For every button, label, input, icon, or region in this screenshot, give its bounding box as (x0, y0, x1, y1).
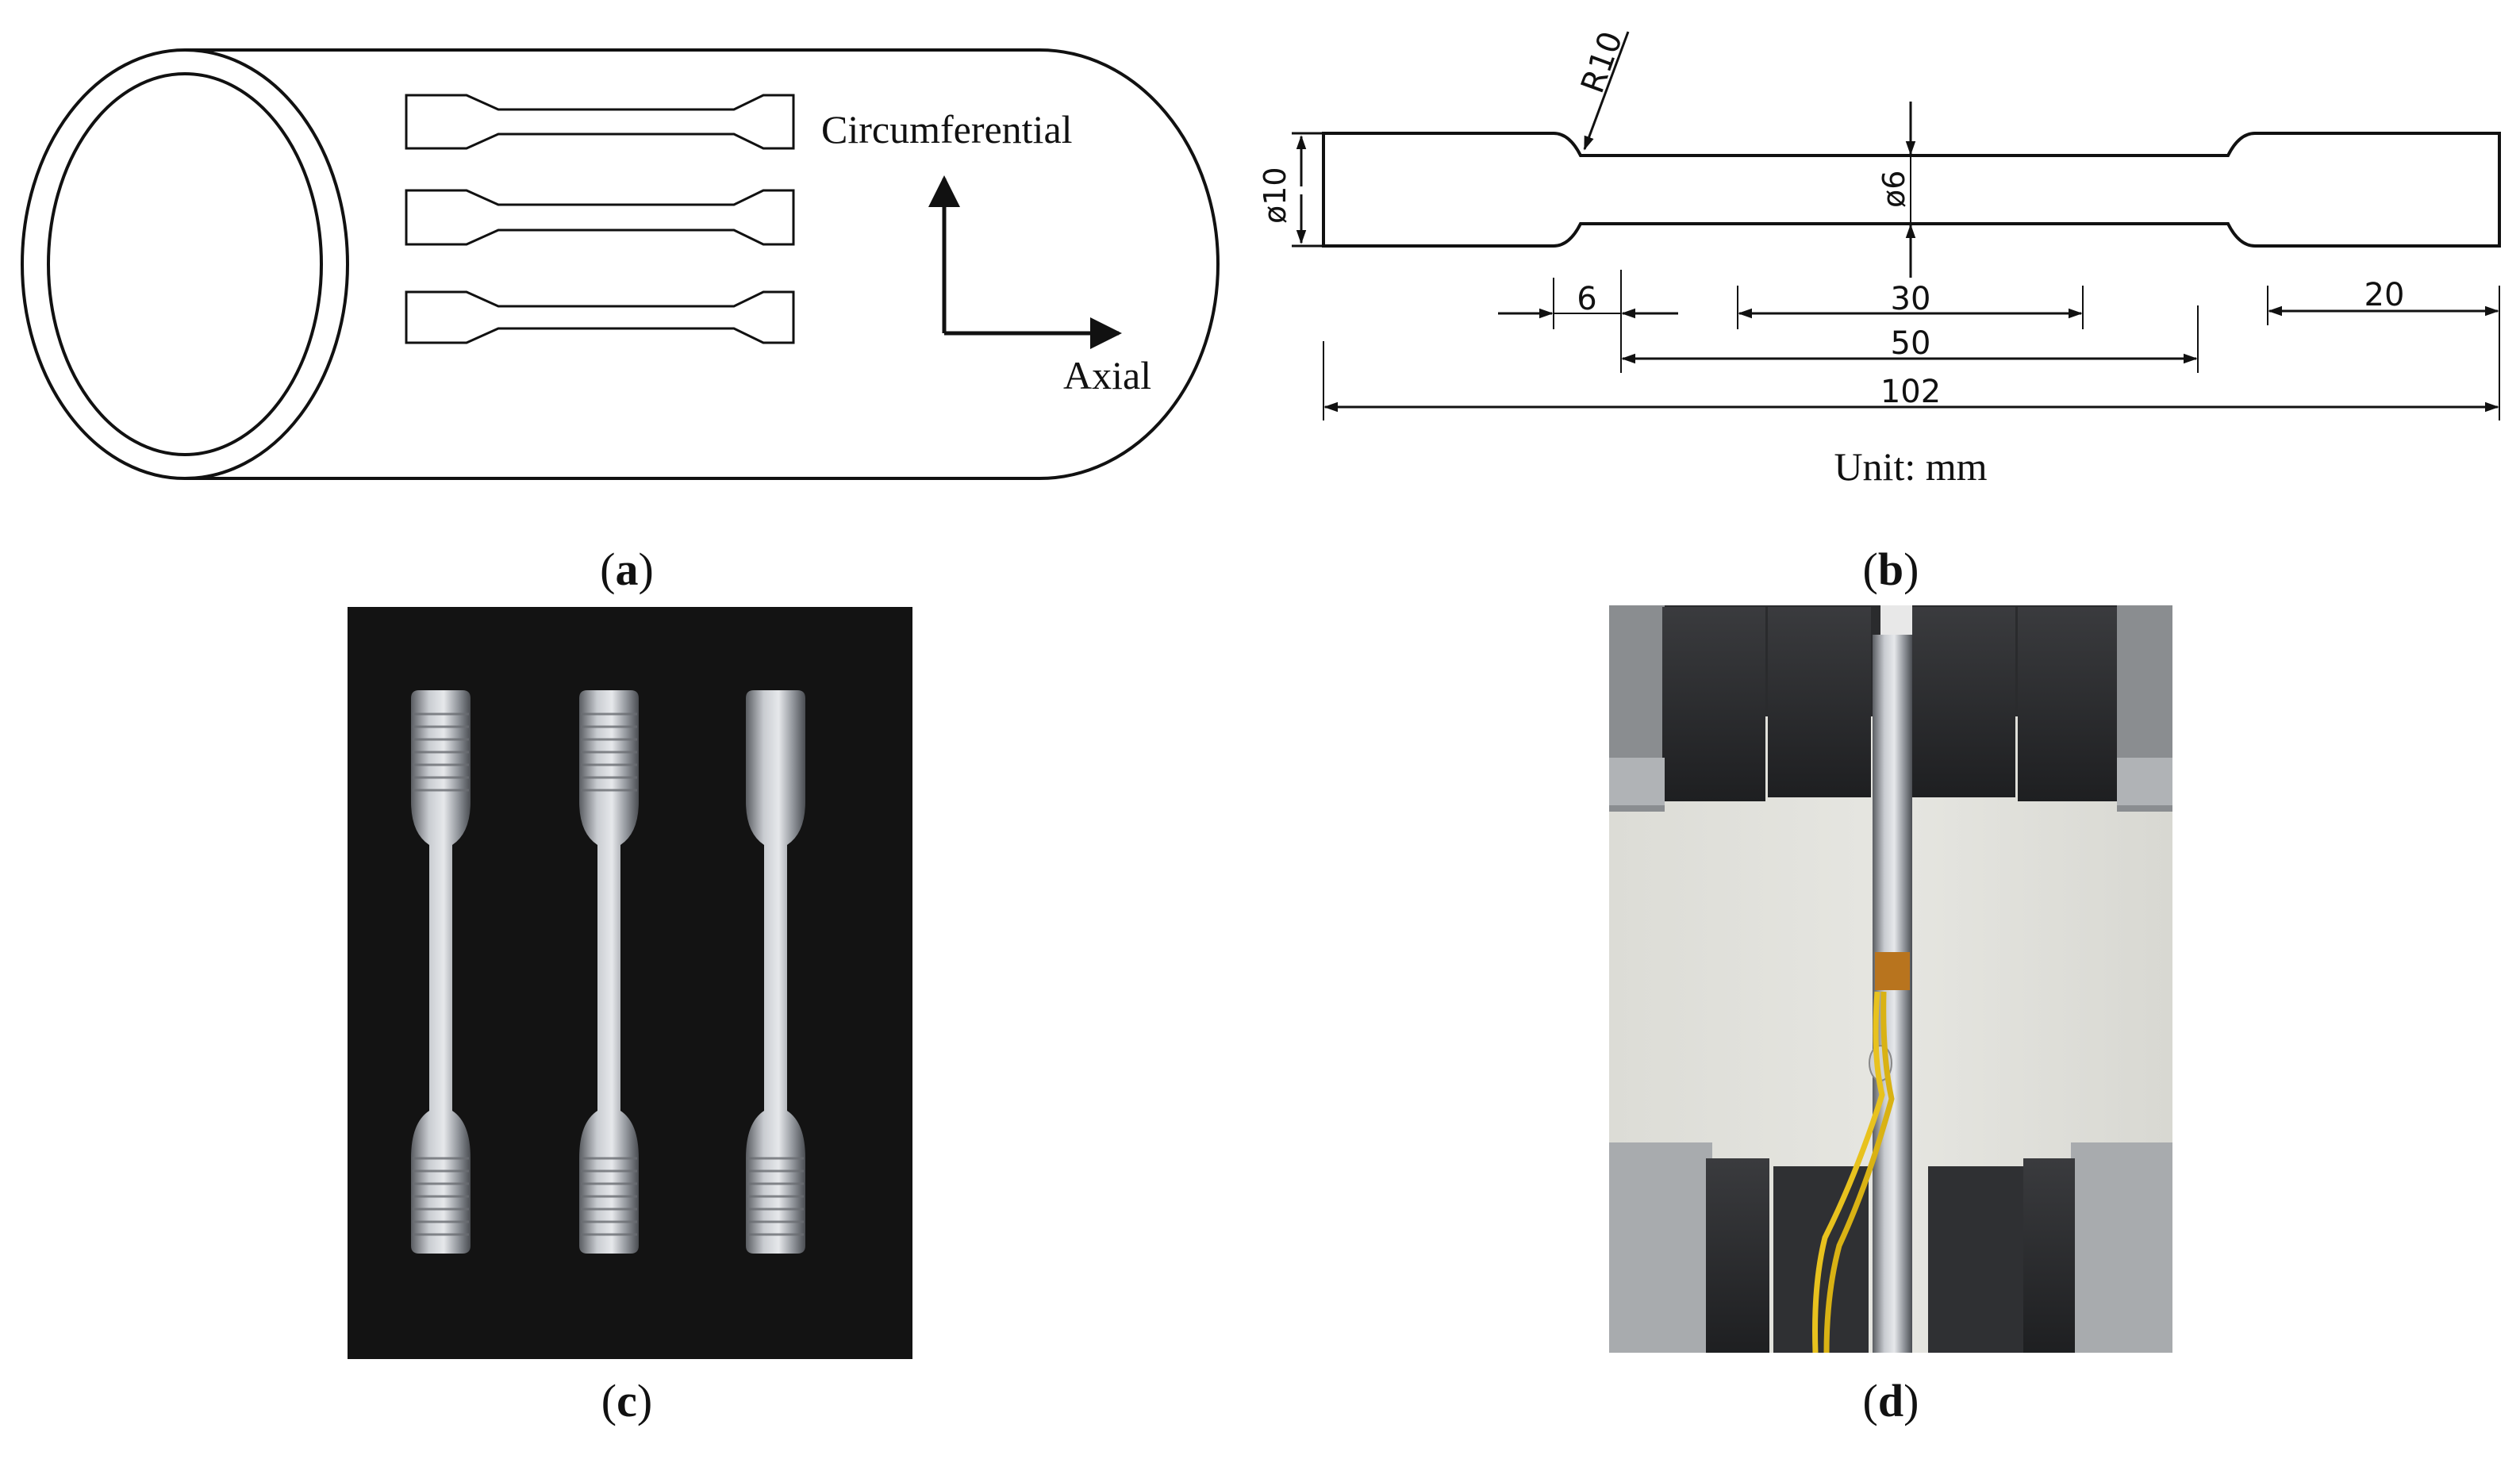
specimen-outline-1 (405, 94, 795, 150)
specimen-outline-2 (405, 189, 795, 246)
strain-gauge (1875, 952, 1910, 990)
gauge-diameter-label: ø6 (1877, 171, 1911, 208)
panel-label-a: (a) (600, 543, 654, 595)
r10-leader (1583, 31, 1630, 151)
gauge-length-label: 30 (1891, 281, 1931, 317)
upper-right-grip (1912, 607, 2015, 797)
specimen-profile (1322, 132, 2501, 248)
grip-diameter-label: ø10 (1258, 167, 1293, 224)
panel-d-test-setup-photo (1609, 605, 2172, 1354)
photo-specimen-1 (411, 690, 471, 1254)
circumferential-label: Circumferential (821, 107, 1073, 152)
lower-left-grip (1706, 1158, 1769, 1353)
photo-specimen-3 (746, 690, 805, 1254)
lower-right-grip (1928, 1166, 2023, 1353)
panel-label-b: (b) (1863, 543, 1919, 595)
r10-label: R10 (1574, 27, 1630, 98)
specimen-outline-3 (405, 290, 795, 344)
transition-length-label: 6 (1577, 281, 1596, 317)
photo-specimen-2 (579, 690, 639, 1254)
upper-left-grip (1662, 607, 1765, 801)
panel-label-d: (d) (1863, 1375, 1919, 1427)
panel-label-c: (c) (601, 1375, 652, 1427)
pipe-outline (185, 48, 1220, 480)
total-length-label: 102 (1880, 374, 1941, 410)
pipe-outer-end (21, 48, 349, 480)
axial-label: Axial (1063, 353, 1151, 397)
pipe-inner-end (47, 72, 323, 456)
grip-length-label: 20 (2364, 277, 2405, 313)
unit-note: Unit: mm (1834, 444, 1987, 489)
lead-wire-1 (1812, 991, 1885, 1354)
panel-b-dimension-drawing: R10 ø10 ø6 6 30 50 20 (1258, 27, 2501, 489)
panel-a-pipe-diagram: Circumferential Axial (21, 48, 1220, 480)
reduced-section-label: 50 (1891, 325, 1931, 362)
lead-wire-2 (1823, 991, 1895, 1354)
